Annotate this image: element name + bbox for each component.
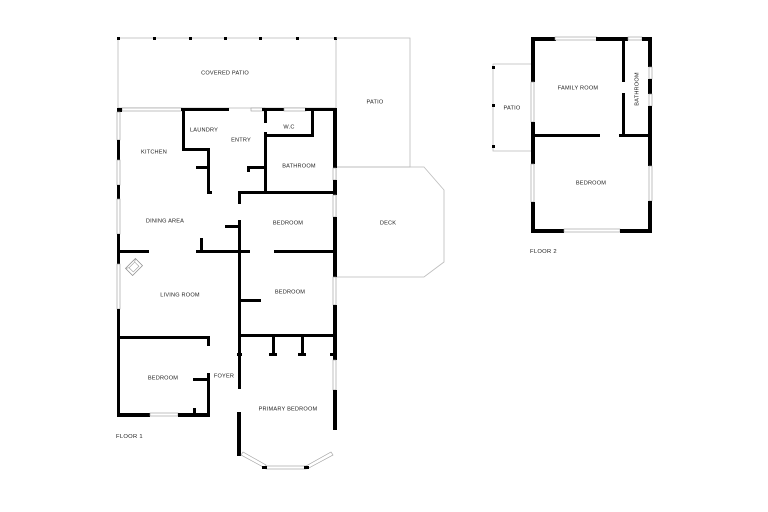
room-label-bedroom-2: BEDROOM [275,289,305,295]
room-label-patio: PATIO [367,99,384,105]
room-label-living-room: LIVING ROOM [160,292,200,298]
room-label-f2-patio: PATIO [504,105,521,111]
room-label-f2-bathroom: BATHROOM [634,72,640,106]
room-label-laundry: LAUNDRY [190,127,218,133]
floor-1-labels: COVERED PATIO PATIO LAUNDRY ENTRY W.C KI… [141,70,396,412]
fireplace-icon [125,258,143,276]
floor-2-walls [530,36,653,233]
room-label-bathroom: BATHROOM [282,163,316,169]
room-label-wc: W.C [283,124,294,130]
patio-posts [117,37,337,40]
interior-walls [117,108,337,417]
floor-2-labels: PATIO FAMILY ROOM BATHROOM BEDROOM [504,72,641,186]
floor-2-patio-outline [492,63,531,152]
floor-1-title: FLOOR 1 [116,434,143,440]
room-label-primary-bedroom: PRIMARY BEDROOM [259,406,318,412]
floor-1-plan: COVERED PATIO PATIO LAUNDRY ENTRY W.C KI… [116,37,445,470]
floor-2-plan: PATIO FAMILY ROOM BATHROOM BEDROOM FLOOR… [492,36,653,255]
room-label-entry: ENTRY [231,137,251,143]
room-label-covered-patio: COVERED PATIO [201,70,249,76]
room-label-family-room: FAMILY ROOM [558,85,599,91]
room-label-bedroom-1: BEDROOM [273,220,303,226]
exterior-walls [116,107,337,470]
room-label-f2-bedroom: BEDROOM [576,180,606,186]
room-label-bedroom-3: BEDROOM [148,375,178,381]
floor-2-title: FLOOR 2 [530,249,557,255]
room-label-dining-area: DINING AREA [146,218,184,224]
room-label-kitchen: KITCHEN [141,149,167,155]
room-label-foyer: FOYER [214,373,234,379]
room-label-deck: DECK [380,220,396,226]
